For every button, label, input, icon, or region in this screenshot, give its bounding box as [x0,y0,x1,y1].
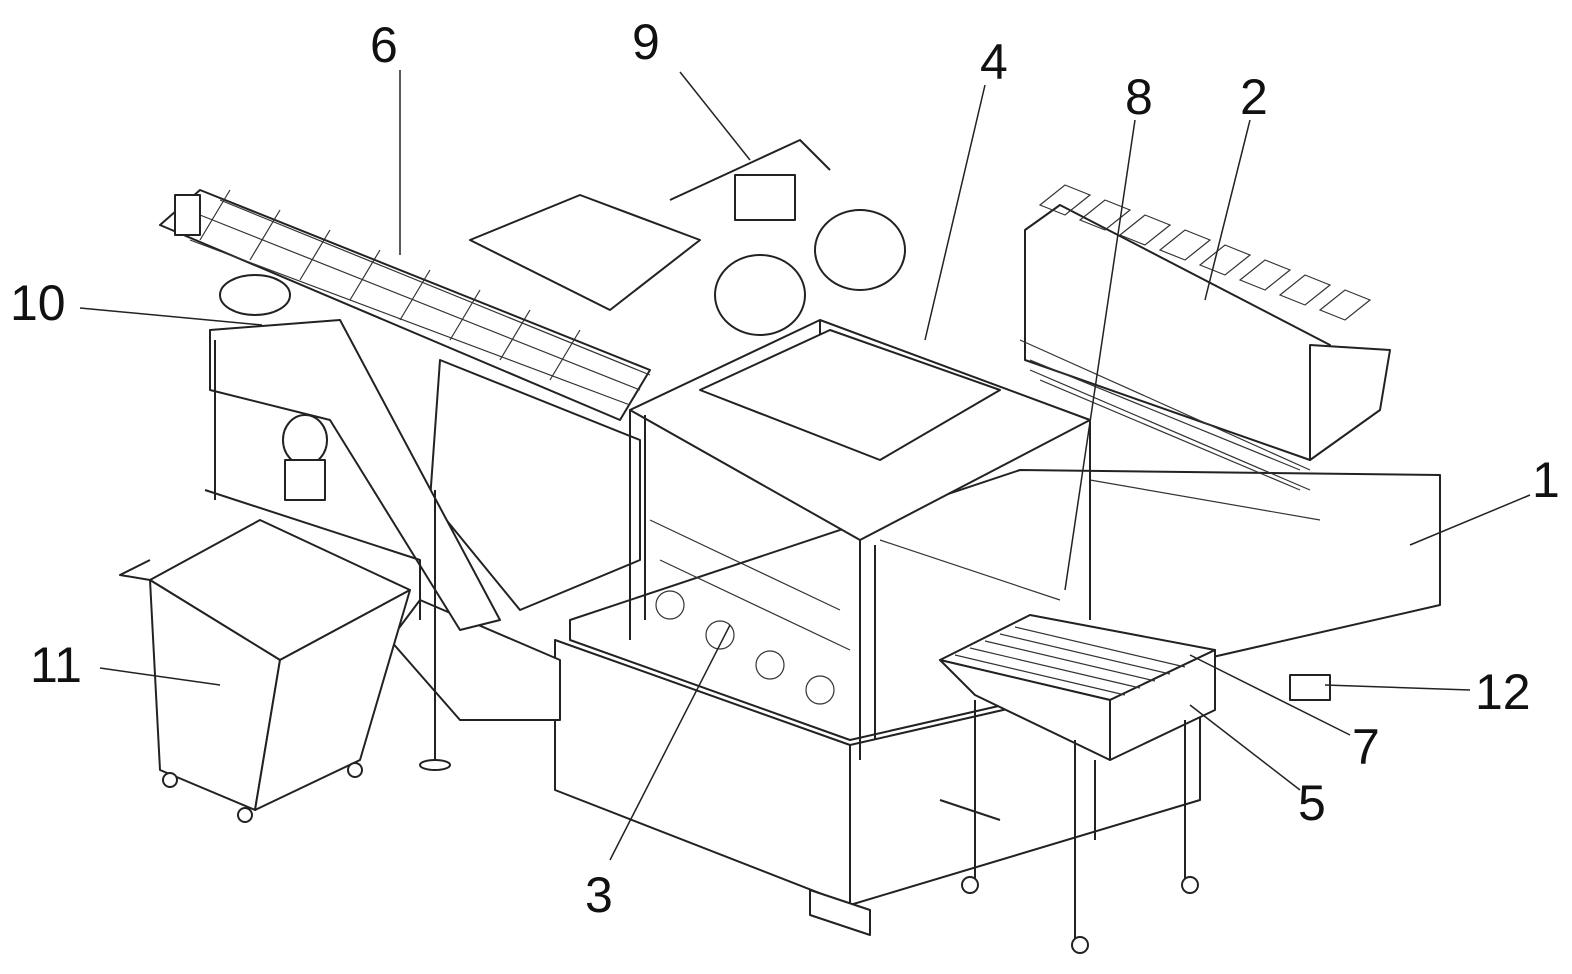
label-8: 8 [1125,72,1153,122]
label-12: 12 [1475,667,1531,717]
chip-bin [120,490,450,822]
label-1: 1 [1532,455,1560,505]
label-6: 6 [370,20,398,70]
label-7: 7 [1352,722,1380,772]
label-11: 11 [30,640,82,690]
label-9: 9 [632,17,660,67]
label-4: 4 [980,37,1008,87]
label-5: 5 [1298,778,1326,828]
label-3: 3 [585,870,613,920]
label-2: 2 [1240,72,1268,122]
label-10: 10 [10,278,66,328]
motor-assembly [470,140,905,335]
